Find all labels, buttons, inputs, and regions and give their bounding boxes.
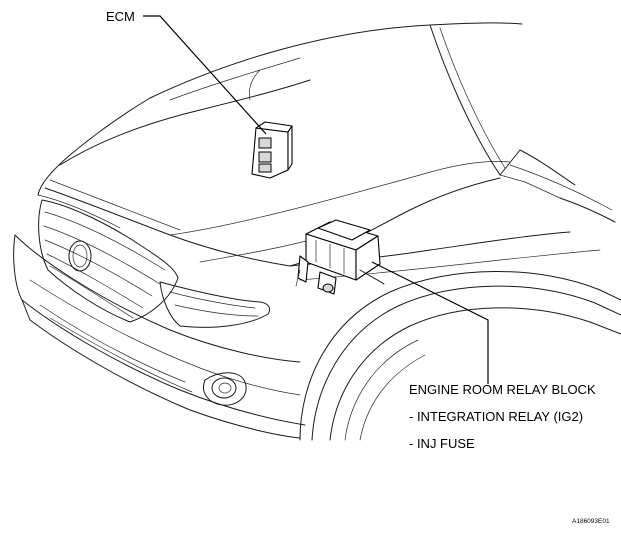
fog-lamp-inner <box>218 382 232 394</box>
relay-block-label: ENGINE ROOM RELAY BLOCK <box>409 382 596 397</box>
fog-lamp-housing <box>203 372 247 406</box>
wheel-arch-inner <box>311 285 621 441</box>
ecm-connector-2 <box>258 151 272 163</box>
hood-top-edge <box>149 22 523 99</box>
hood-center-line <box>59 79 311 166</box>
grille-bar-4 <box>46 253 144 309</box>
tire-tread-1 <box>344 339 419 441</box>
relay-block-lid-raised <box>317 219 371 241</box>
relay-block-mount-line <box>295 269 301 287</box>
tire-tread-2 <box>359 354 426 441</box>
roof-line <box>499 174 561 199</box>
inj-fuse-label: - INJ FUSE <box>409 436 475 451</box>
engine-bay-ridge <box>199 239 311 263</box>
bumper-lower <box>21 299 306 426</box>
vehicle-line-drawing <box>13 22 621 441</box>
bumper-top <box>14 234 301 363</box>
ecm-label: ECM <box>106 9 135 24</box>
headlamp-outline <box>159 281 271 328</box>
relay-block-side <box>355 235 381 281</box>
emblem <box>68 240 92 272</box>
grille-bar-1 <box>44 211 166 271</box>
engine-room-relay-block <box>295 219 385 295</box>
headlamp-inner-2 <box>174 304 259 317</box>
body-side-line <box>509 164 613 211</box>
wheel-arch-outer <box>299 271 621 441</box>
grille-bar-5 <box>49 265 134 319</box>
relay-block-harness <box>359 269 385 285</box>
hood-ridge-2 <box>248 69 261 101</box>
relay-block-leader-line <box>371 261 489 384</box>
relay-block-fastener <box>322 283 334 293</box>
hood-front-rib-1 <box>37 194 121 229</box>
ecm-connector-1 <box>258 137 272 149</box>
bumper-bottom-edge <box>29 319 301 439</box>
hood-ridge-1 <box>169 57 301 101</box>
emblem-inner <box>72 244 88 268</box>
tire-outline <box>329 307 621 441</box>
windshield-edge <box>429 24 521 176</box>
bumper-left-edge <box>13 234 31 321</box>
figure-code: A186093E01 <box>572 518 610 525</box>
ecm-side-face <box>287 125 293 171</box>
grille-bar-3 <box>44 239 153 297</box>
body-side-upper <box>559 197 616 223</box>
fog-lamp-lens <box>211 377 237 399</box>
lower-grille-1 <box>39 304 186 383</box>
grille-bar-2 <box>43 225 161 285</box>
a-pillar <box>519 149 576 186</box>
ecm-unit <box>251 121 293 179</box>
lower-grille-2 <box>49 317 193 393</box>
relay-block-bracket <box>297 255 309 283</box>
ecm-connector-3 <box>258 163 272 173</box>
ecm-leader-line <box>143 15 267 135</box>
windshield-inner <box>439 27 506 169</box>
hood-front-rib-2 <box>49 179 181 231</box>
integration-relay-label: - INTEGRATION RELAY (IG2) <box>409 409 583 424</box>
bumper-mid-line <box>29 279 301 396</box>
hood-shutline <box>169 161 511 236</box>
grille-outline <box>38 199 179 323</box>
headlamp-inner <box>169 291 256 309</box>
hood-front-edge <box>44 187 291 267</box>
hood-left-crease <box>37 97 151 196</box>
